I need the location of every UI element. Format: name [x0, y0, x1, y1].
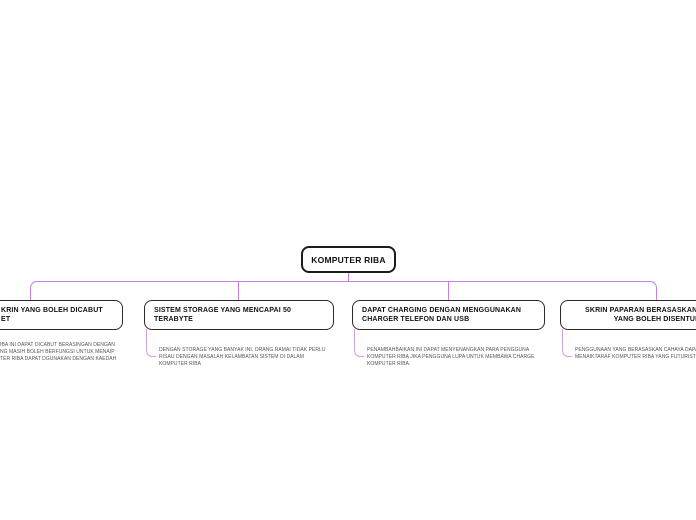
node-title: SISTEM STORAGE YANG MENCAPAI 50 TERABYTE	[154, 307, 292, 323]
node-box[interactable]: KRIN YANG BOLEH DICABUT ET	[0, 300, 123, 330]
node-description: PENAMBAHBAIKAN INI DAPAT MENYENANGKAN PA…	[367, 347, 535, 368]
node-box[interactable]: DAPAT CHARGING DENGAN MENGGUNAKAN CHARGE…	[352, 300, 545, 330]
node-title: DAPAT CHARGING DENGAN MENGGUNAKAN CHARGE…	[362, 307, 522, 323]
node-title: SKRIN PAPARAN BERASASKAN CAHAYA YANG BOL…	[585, 307, 696, 323]
node-description: IBA INI DAPAT DICABUT BERASINGAN DENGAN …	[0, 342, 117, 363]
note-connector	[354, 329, 364, 357]
root-node-title: KOMPUTER RIBA	[311, 254, 386, 265]
node-description: DENGAN STORAGE YANG BANYAK INI, ORANG RA…	[159, 347, 326, 368]
branch-drop-connector	[238, 282, 239, 300]
root-branch-connector	[347, 272, 349, 282]
branch-rail-connector	[30, 281, 657, 300]
node-title: KRIN YANG BOLEH DICABUT ET	[1, 307, 103, 323]
note-connector	[146, 329, 156, 357]
branch-drop-connector	[447, 282, 449, 300]
node-description: PENGGUNAAN YANG BERASASKAN CAHAYA DAPAT …	[575, 347, 696, 361]
node-box[interactable]: SKRIN PAPARAN BERASASKAN CAHAYA YANG BOL…	[560, 300, 696, 330]
node-box[interactable]: SISTEM STORAGE YANG MENCAPAI 50 TERABYTE	[144, 300, 334, 330]
note-connector	[562, 329, 572, 357]
root-node[interactable]: KOMPUTER RIBA	[301, 246, 396, 273]
